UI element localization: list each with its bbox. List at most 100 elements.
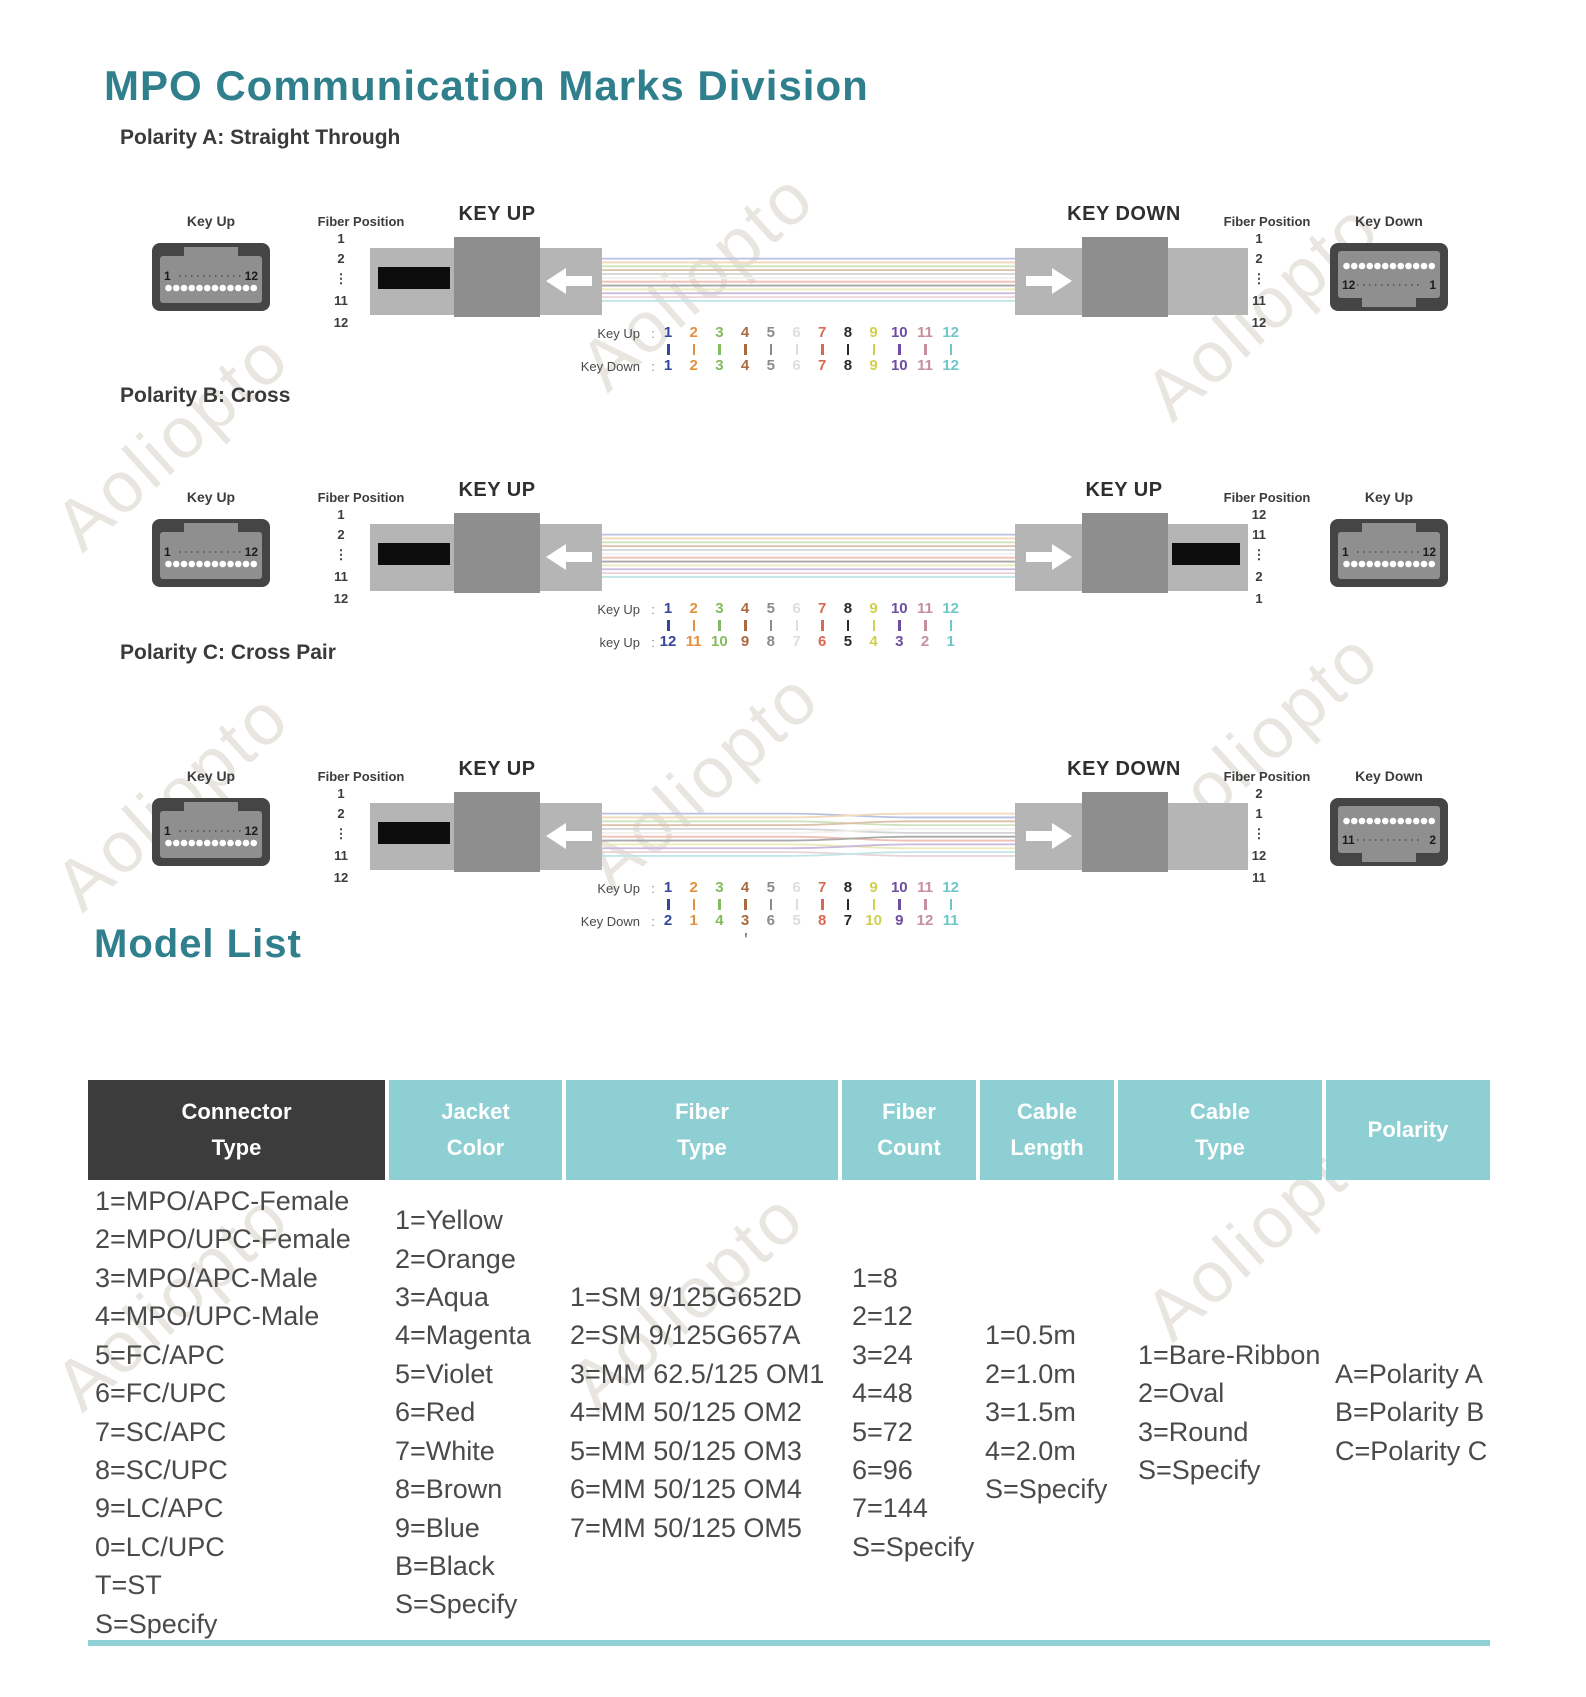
fiber-map-number: 9 [869,600,878,617]
fiber-map-number: 4 [715,912,724,929]
fiber-map-number: 4 [869,633,878,650]
ferrule-block [1082,237,1168,317]
connector-face-label: Key Up [186,768,236,784]
fiber-ribbon [602,811,1015,858]
fiber-position-number: 1 [337,786,345,801]
fiber-map-number: 8 [843,357,853,374]
table-cell-value: 7=MM 50/125 OM5 [570,1512,802,1543]
fiber-map-number: 7 [818,879,827,896]
table-header-title: Fiber Count [877,1099,941,1160]
direction-arrow [546,821,592,851]
table-cell-value: T=ST [95,1570,162,1601]
table-cell-value: 4=MM 50/125 OM2 [570,1397,802,1428]
fiber-map-tick [898,344,901,355]
connector-face-label: Key Up [186,213,236,229]
fiber-map-colon: : [651,914,655,929]
table-cell-value: 9=Blue [395,1512,480,1543]
connector-key [378,267,450,289]
table-cell-value: 1=8 [852,1262,898,1293]
fiber-map-tick [769,899,773,910]
fiber-map-number: 2 [689,357,698,374]
fiber-map-number: 1 [663,600,673,617]
fiber-map-tick [769,620,773,631]
fiber-map-number: 11 [917,357,933,374]
fiber-map-tick [924,899,927,910]
fiber-ribbon [602,532,1015,579]
fiber-position-number: 2 [1255,251,1263,266]
fiber-map-number: 7 [792,633,801,650]
fiber-map-number: 10 [711,633,728,650]
fiber-map-row-label: Key Up [597,602,640,617]
fiber-position-label: Fiber Position [1223,769,1311,784]
fiber-map-number: 8 [843,879,853,896]
fiber-map-number: 12 [942,879,960,896]
fiber-map-row-label: Key Down [580,359,640,374]
fiber-map-number: 7 [818,357,827,374]
table-header-title: Connector Type [181,1099,292,1160]
table-cell-value: 6=MM 50/125 OM4 [570,1474,802,1505]
fiber-map-number: 6 [766,912,775,929]
fiber-map-tick [872,344,876,355]
fiber-map-tick [949,620,953,631]
fiber-position-number: 11 [334,569,348,584]
table-cell-value: 3=Aqua [395,1282,489,1313]
fiber-map-tick [718,899,721,910]
fiber-map-tick [898,899,901,910]
fiber-map-colon: : [651,326,655,341]
model-list-heading: Model List [94,922,302,966]
fiber-map-number: 2 [689,879,698,896]
fiber-map-colon: : [651,635,655,650]
table-cell-value: 4=2.0m [985,1435,1076,1466]
svg-text:1: 1 [164,269,171,283]
connector-face-label: Key Up [1364,489,1414,505]
connector-key [378,543,450,565]
table-cell-value: 2=Oval [1138,1378,1225,1409]
fiber-map-number: 6 [792,324,801,341]
fiber-map-number: 3 [715,600,724,617]
fiber-map-tick [795,620,798,631]
fiber-position-number: 12 [1251,848,1267,863]
fiber-map-colon: : [651,602,655,617]
mpo-connector-face: 1 12 [152,519,270,587]
fiber-map-number: 9 [740,633,750,650]
fiber-map-number: 5 [766,879,775,896]
table-header-cell: Jacket Color [389,1080,562,1180]
fiber-map-tick [924,620,927,631]
fiber-map-number: 2 [689,324,698,341]
fiber-position-label: Fiber Position [317,769,405,784]
table-cell-value: 2=Orange [395,1243,516,1274]
connector-key [378,822,450,844]
fiber-map-tick [949,344,953,355]
key-orientation-label: KEY UP [458,479,536,501]
fiber-map-row-label: Key Down [580,914,640,929]
fiber-map-number: 9 [869,879,878,896]
fiber-map-number: 5 [766,600,775,617]
fiber-map-row-label: Key Up [597,881,640,896]
fiber-map-tick [667,899,670,910]
fiber-position-number: ⋮ [334,547,348,562]
fiber-position-number: 11 [334,848,348,863]
fiber-map-number: 10 [890,879,908,896]
mpo-connector-face: 1 12 [152,798,270,866]
table-cell-value: 4=Magenta [395,1320,531,1351]
direction-arrow [546,266,592,296]
fiber-map-number: 12 [659,633,677,650]
fiber-map-number: 6 [818,633,827,650]
key-orientation-label: KEY DOWN [1067,203,1181,225]
mpo-connector-face: 12 1 [1330,243,1448,311]
svg-text:1: 1 [164,824,171,838]
fiber-position-number: ⋮ [1252,271,1266,286]
fiber-map-tick [692,620,696,631]
page-title: MPO Communication Marks Division [104,62,869,110]
fiber-position-number: ⋮ [334,826,348,841]
fiber-position-label: Fiber Position [1223,490,1311,505]
table-cell-value: 4=48 [852,1378,913,1409]
key-orientation-label: KEY UP [1085,479,1163,501]
fiber-map-number: 11 [685,633,702,650]
fiber-position-number: 11 [334,293,348,308]
fiber-map-number: 8 [818,912,827,929]
table-cell-value: B=Polarity B [1335,1397,1485,1428]
